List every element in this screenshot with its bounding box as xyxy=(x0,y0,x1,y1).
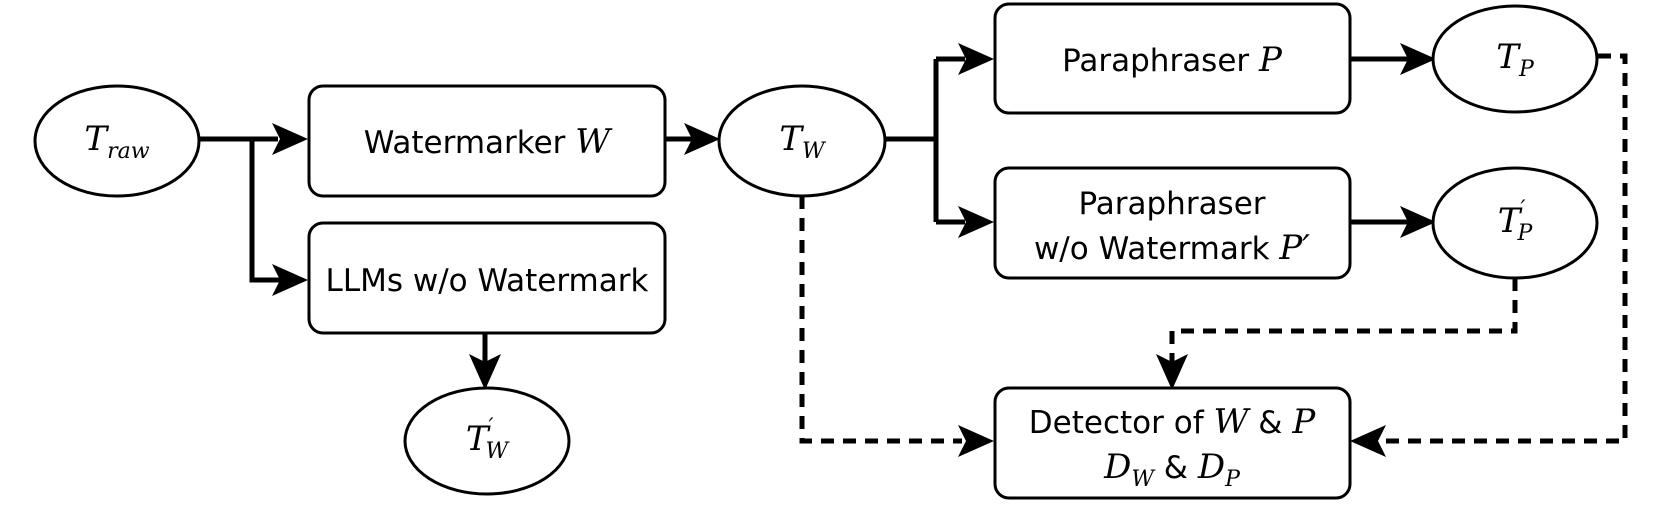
svg-text:TP: TP xyxy=(1496,37,1535,82)
t-p-prime-mark: ′ xyxy=(1520,197,1525,222)
svg-text:w/o Watermark P′: w/o Watermark P′ xyxy=(1034,228,1310,268)
node-paraphraser: Paraphraser P xyxy=(993,2,1352,115)
connectors-dashed xyxy=(799,53,1628,457)
watermarker-label: Watermarker xyxy=(364,125,576,161)
dashed-tp-to-detector xyxy=(1382,53,1628,444)
t-w-prime-sub: W xyxy=(486,439,511,464)
arrowhead xyxy=(272,123,308,155)
node-t-p-prime: T′P xyxy=(1431,166,1599,280)
svg-text:Paraphraser P: Paraphraser P xyxy=(1062,40,1283,80)
arrowhead xyxy=(469,354,501,390)
node-detector: Detector of W & P DW & DP xyxy=(993,386,1352,500)
t-raw-main: T xyxy=(84,119,109,159)
t-w-sub: W xyxy=(802,139,827,164)
watermarker-symbol: W xyxy=(575,122,613,162)
node-llms-without-watermark: LLMs w/o Watermark xyxy=(307,221,667,335)
detector-dp-sub: P xyxy=(1224,467,1241,492)
node-paraphraser-without-watermark: Paraphraser w/o Watermark P′ xyxy=(993,166,1352,280)
paraphraser-symbol: P xyxy=(1258,40,1283,80)
paraphraser-nw-symbol: P′ xyxy=(1278,228,1310,268)
arrowhead xyxy=(958,425,994,457)
paraphraser-nw-line2: w/o Watermark xyxy=(1034,231,1279,267)
t-p-sub: P xyxy=(1518,57,1535,82)
node-watermarker: Watermarker W xyxy=(307,84,667,198)
svg-text:T′P: T′P xyxy=(1498,197,1534,246)
t-w-prime-main: T xyxy=(466,419,491,459)
detector-line1-amp: & xyxy=(1248,405,1292,441)
arrowhead xyxy=(1156,354,1188,390)
paraphraser-label: Paraphraser xyxy=(1062,43,1259,79)
svg-text:Watermarker W: Watermarker W xyxy=(364,122,614,162)
arrowhead xyxy=(1400,206,1436,238)
arrow-traw-to-llms xyxy=(249,139,280,283)
arrowhead xyxy=(958,43,994,75)
detector-dp-main: D xyxy=(1197,447,1225,487)
node-t-w-prime: T′W xyxy=(403,386,571,496)
arrowhead xyxy=(272,264,308,296)
dashed-tw-to-detector xyxy=(799,196,962,444)
detector-amp: & xyxy=(1154,450,1198,486)
detector-dw-sub: W xyxy=(1131,467,1156,492)
node-t-p: TP xyxy=(1431,4,1599,114)
t-raw-sub: raw xyxy=(107,139,150,164)
detector-line1-text: Detector of xyxy=(1029,405,1214,441)
t-p-prime-main: T xyxy=(1498,201,1523,241)
arrowhead xyxy=(1350,425,1386,457)
t-w-main: T xyxy=(779,119,804,159)
svg-text:T′W: T′W xyxy=(466,415,511,464)
t-w-prime-mark: ′ xyxy=(489,415,494,440)
svg-text:Detector of W & P: Detector of W & P xyxy=(1029,402,1317,442)
arrowhead xyxy=(958,206,994,238)
llms-label: LLMs w/o Watermark xyxy=(326,263,649,299)
connectors-solid xyxy=(199,43,1436,390)
detector-line1-w: W xyxy=(1213,402,1251,442)
node-t-raw: Traw xyxy=(33,84,201,198)
paraphraser-nw-line1: Paraphraser xyxy=(1078,186,1265,222)
svg-text:TW: TW xyxy=(779,119,827,164)
svg-text:DW & DP: DW & DP xyxy=(1103,447,1241,492)
arrow-tw-to-paraphrasers xyxy=(885,56,965,225)
arrowhead xyxy=(1400,43,1436,75)
t-p-main: T xyxy=(1496,37,1521,77)
t-p-prime-sub: P xyxy=(1516,221,1533,246)
detector-line1-p: P xyxy=(1291,402,1316,442)
svg-text:Traw: Traw xyxy=(84,119,149,164)
detector-dw-main: D xyxy=(1103,447,1131,487)
dashed-tp-prime-to-detector xyxy=(1169,278,1518,362)
node-t-w: TW xyxy=(717,84,887,198)
arrowhead xyxy=(684,123,720,155)
